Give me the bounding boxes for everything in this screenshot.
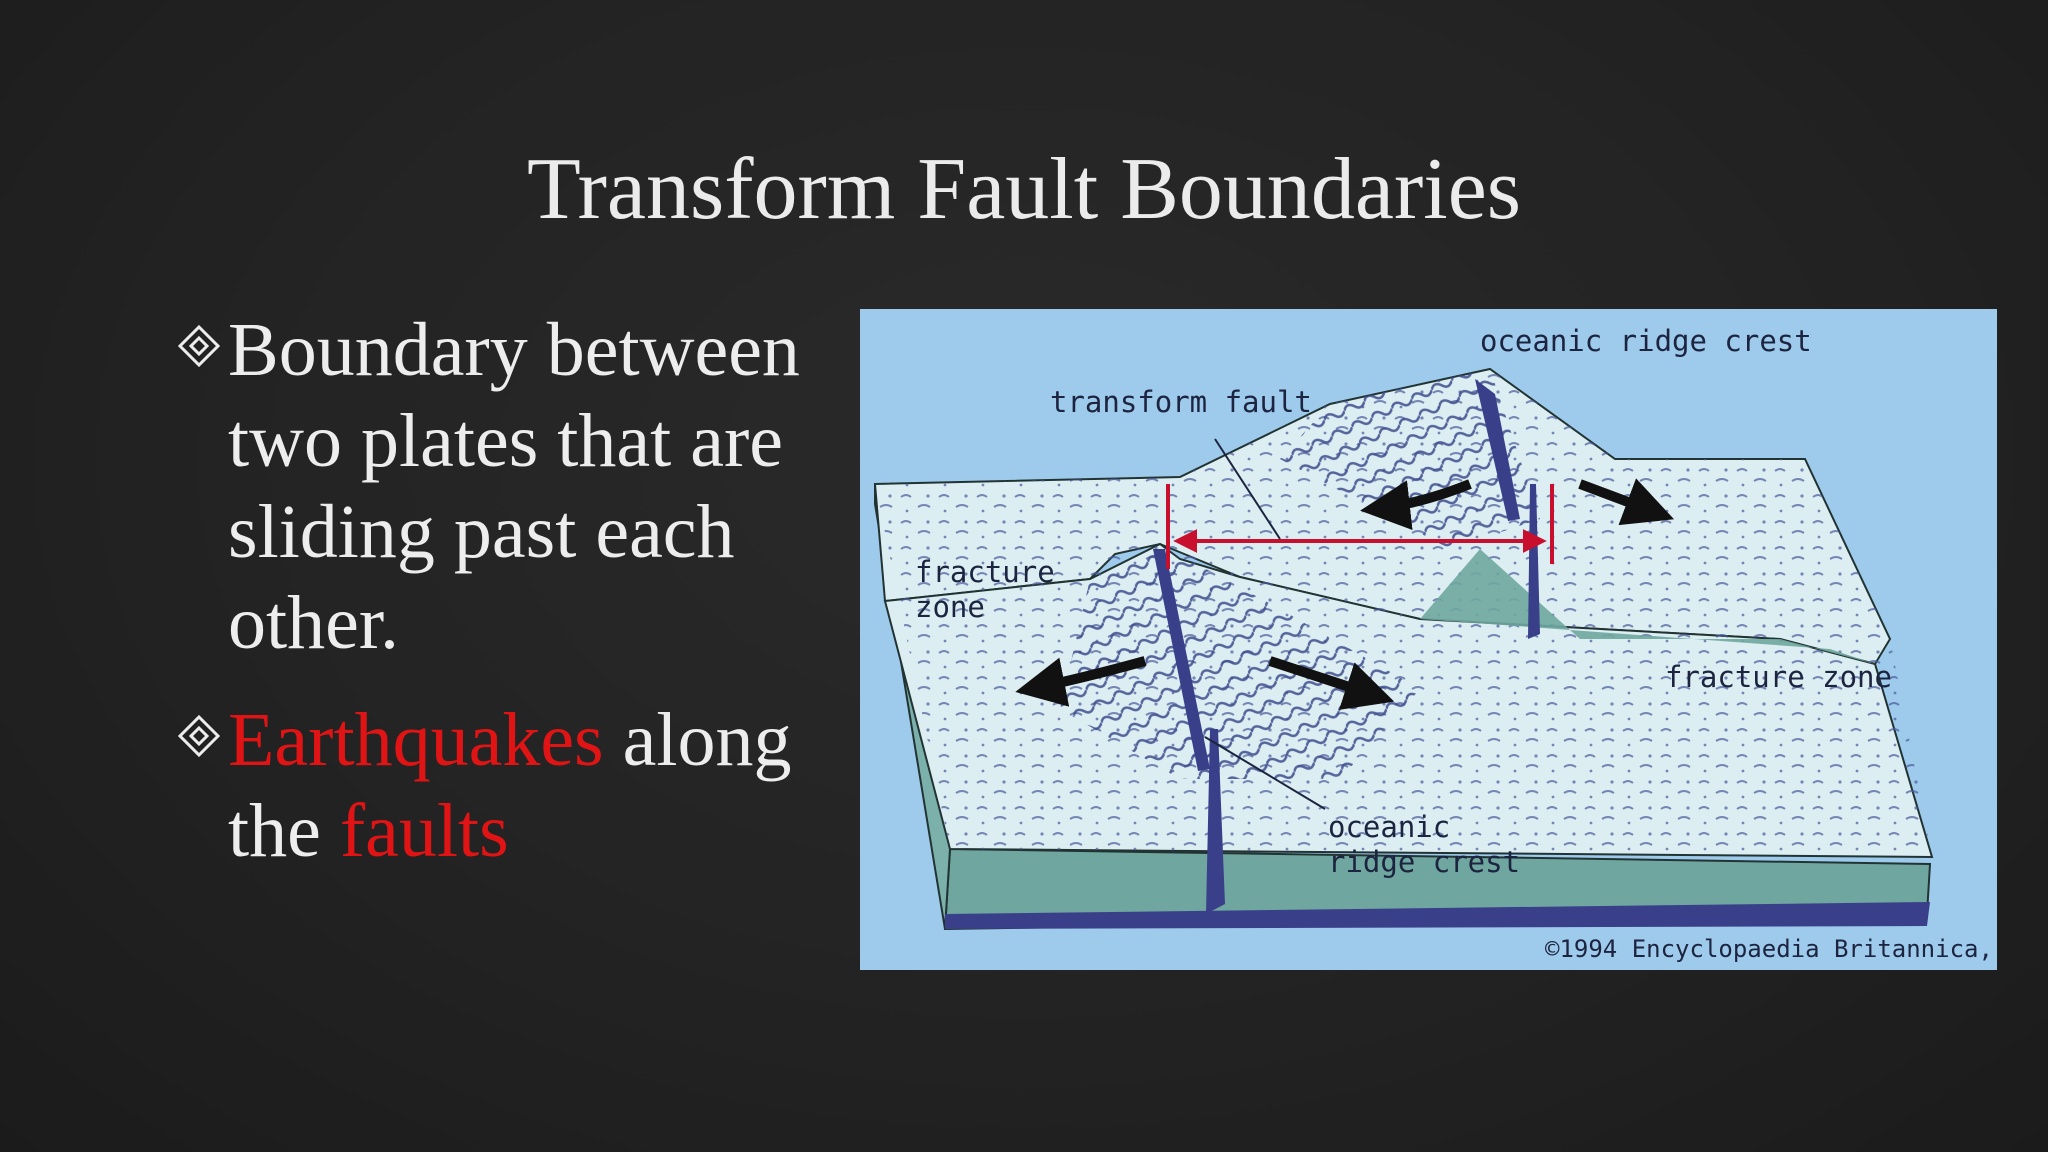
ridge-rift-top <box>1475 379 1520 521</box>
fault-valley <box>1420 549 1875 664</box>
label-ridge-crest-bottom-line1: oceanic <box>1328 810 1450 844</box>
spreading-arrow-top-left <box>1360 479 1472 530</box>
bullet-item-earthquakes: Earthquakes along the faults <box>177 695 858 877</box>
label-ridge-crest-top: oceanic ridge crest <box>1480 324 1812 358</box>
bullet-text-faults: faults <box>339 789 509 873</box>
diagram-svg: oceanic ridge crest transform fault frac… <box>873 324 1997 963</box>
label-transform-fault: transform fault <box>1050 385 1312 419</box>
diamond-bullet-icon <box>177 324 221 368</box>
spreading-arrow-bottom-right <box>1268 656 1395 710</box>
label-ridge-crest-bottom-line2: ridge crest <box>1328 845 1520 879</box>
leader-transform-fault <box>1214 438 1281 540</box>
diamond-bullet-icon <box>177 714 221 758</box>
bullet-text-earthquakes: Earthquakes <box>228 698 604 782</box>
bullet-text-along-the: along the <box>228 698 792 873</box>
label-copyright: ©1994 Encyclopaedia Britannica, Inc. <box>1545 935 1997 963</box>
slide-title: Transform Fault Boundaries <box>526 141 1522 238</box>
bullet-list: Boundary between two plates that are sli… <box>177 305 858 903</box>
transform-fault-diagram: oceanic ridge crest transform fault frac… <box>860 309 1997 970</box>
spreading-arrow-bottom-left <box>1015 656 1147 707</box>
crust-base <box>945 902 1930 929</box>
label-fracture-zone-left-line1: fracture <box>915 555 1055 589</box>
label-fracture-zone-left-line2: zone <box>915 590 985 624</box>
spreading-arrow-top-right <box>1578 478 1675 526</box>
ridge-front-texture <box>1060 544 1420 779</box>
ridge-rift-bottom <box>1153 549 1210 771</box>
leader-ridge-bottom <box>1204 736 1326 810</box>
bullet-text-boundary: Boundary between two plates that are sli… <box>228 308 800 665</box>
magma-dike-bottom <box>1206 729 1225 914</box>
label-fracture-zone-right: fracture zone <box>1665 660 1892 694</box>
ridge-back-texture <box>1280 369 1540 549</box>
bullet-item-boundary: Boundary between two plates that are sli… <box>177 305 858 669</box>
magma-dike-top <box>1528 484 1540 639</box>
